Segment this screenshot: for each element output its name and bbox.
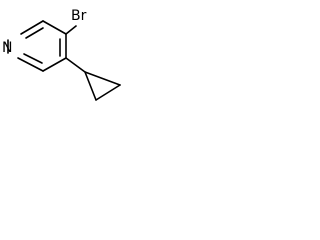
bond-c5-c6 (42, 57, 67, 72)
bond-c2-c3-inner (25, 27, 44, 39)
bond-c2-c3 (20, 20, 44, 35)
bond-cp-c (84, 71, 97, 101)
bond-c5-cyclopropyl (65, 57, 86, 73)
bond-cp-b (95, 84, 121, 101)
bond-c3-c4 (42, 20, 67, 35)
structure-diagram: N Br (2, 8, 121, 101)
bromine-label: Br (71, 8, 87, 24)
bond-cp-a (84, 71, 121, 86)
bond-c4-br (65, 25, 77, 35)
pyridine-ring (7, 20, 67, 72)
cyclopropyl-ring (84, 71, 121, 101)
bond-c6-c7 (17, 57, 44, 72)
nitrogen-label: N (2, 40, 12, 56)
bond-c6-c7-inner (23, 53, 43, 64)
